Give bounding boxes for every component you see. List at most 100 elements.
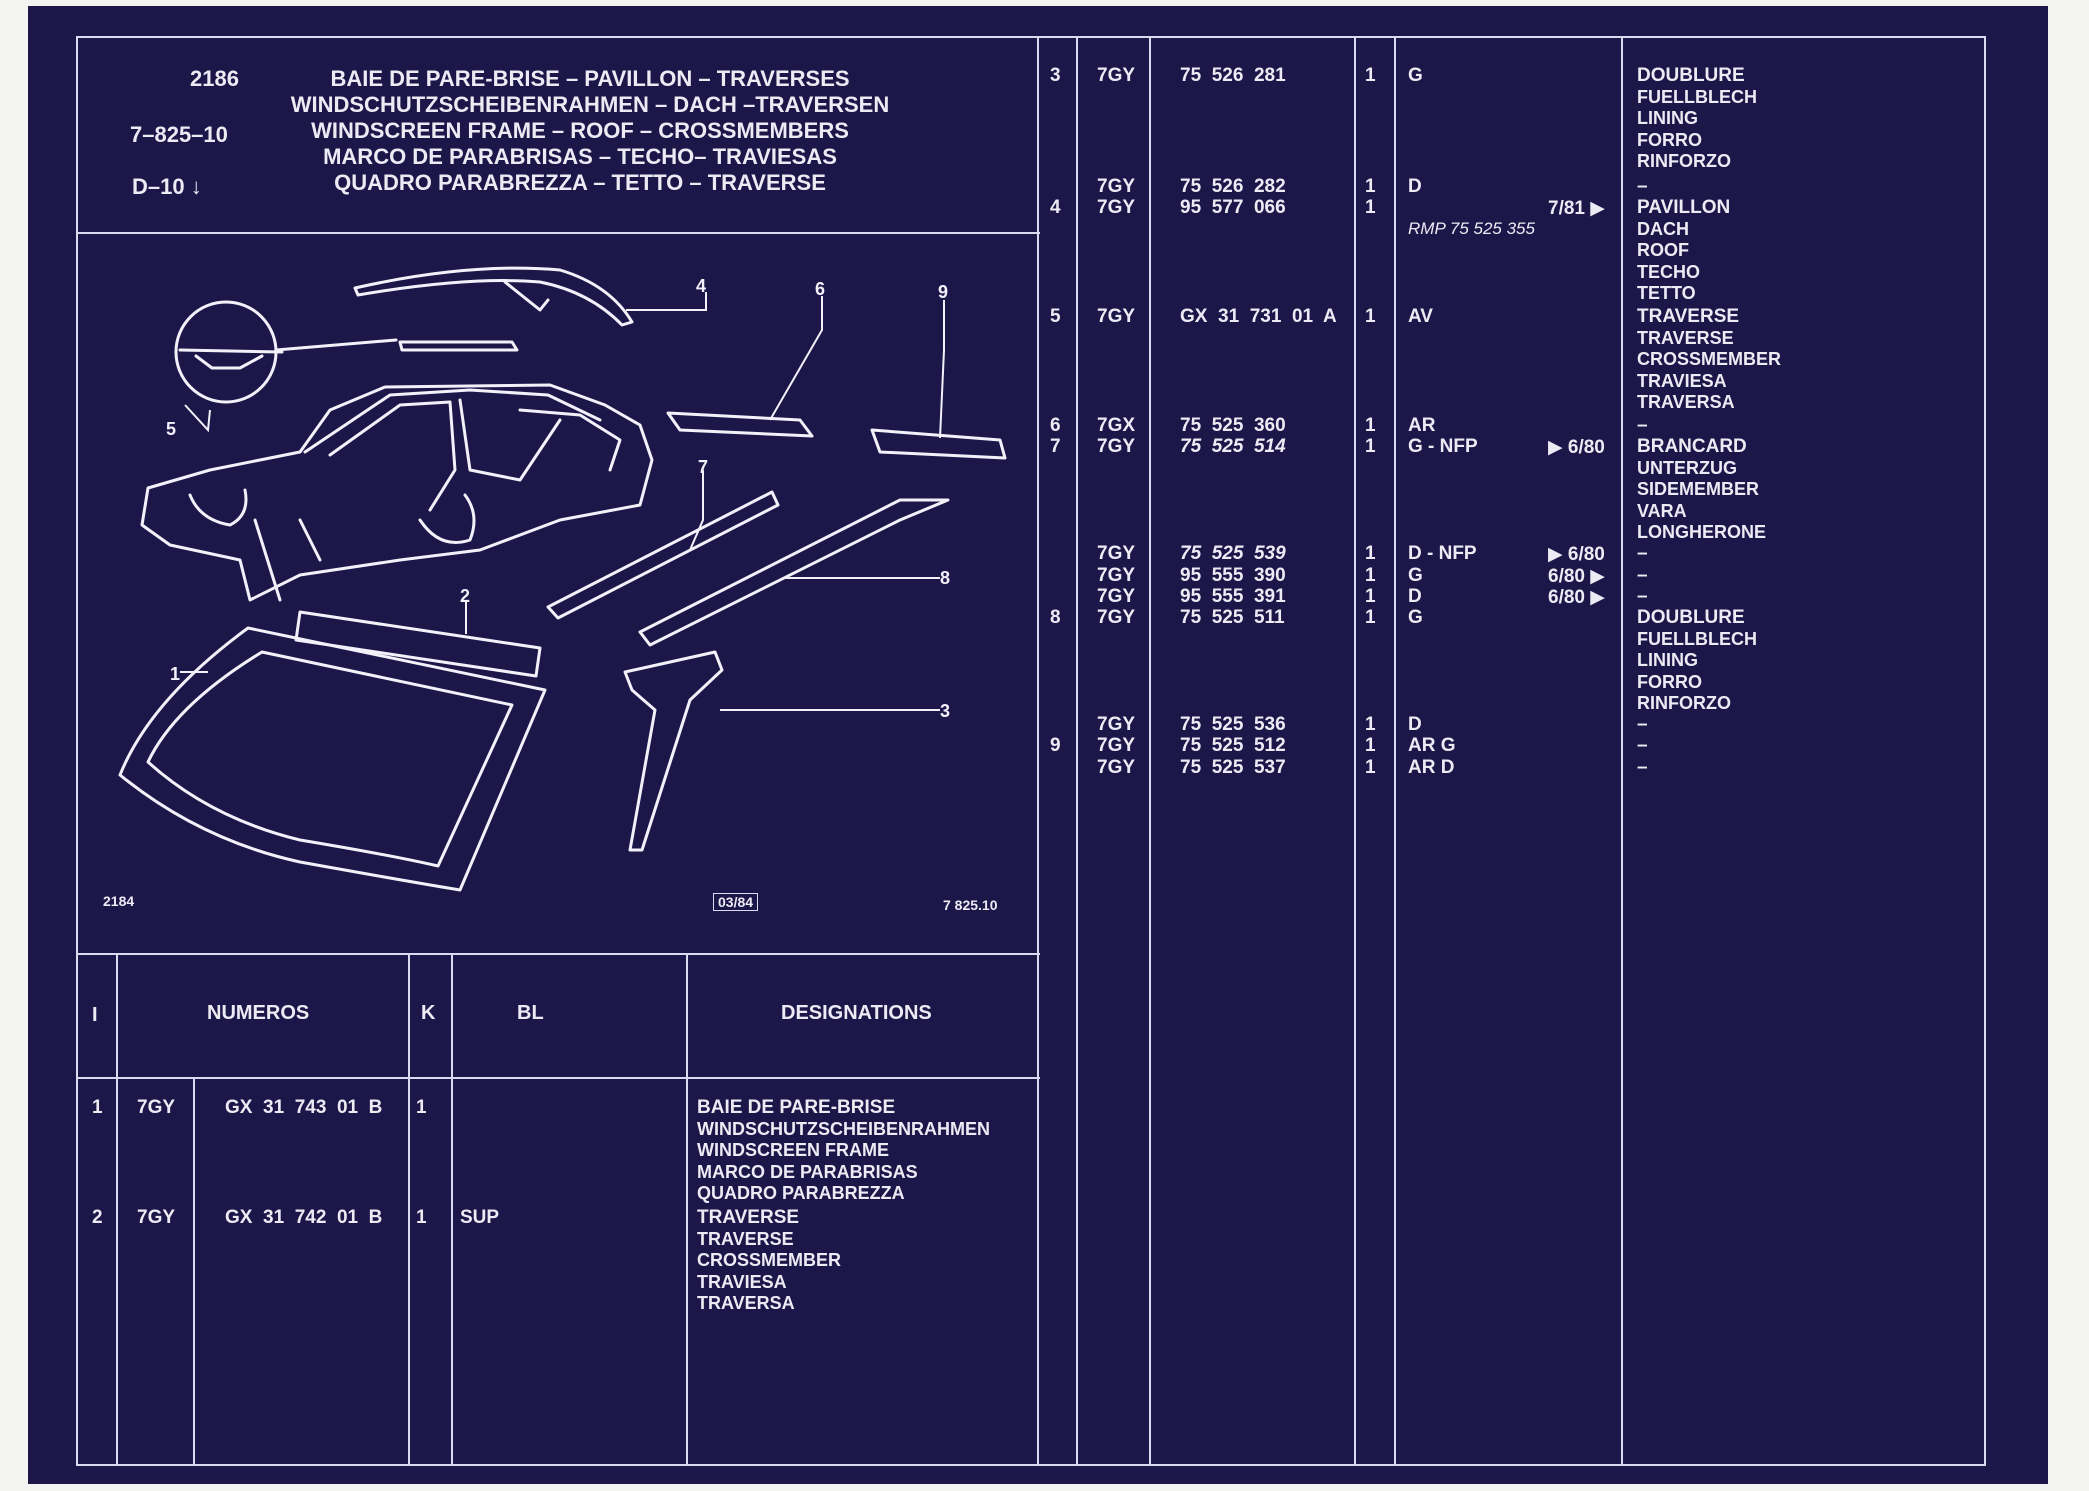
cell-code: 7GY (1097, 735, 1136, 756)
callout-4: 4 (696, 276, 706, 296)
car-body-shell (140, 383, 654, 602)
cell-number: 95 577 066 (1180, 197, 1286, 218)
cell-number: GX 31 731 01 A (1180, 306, 1337, 327)
cell-bl: D (1408, 714, 1422, 735)
cell-number: 95 555 390 (1180, 565, 1286, 586)
group-code: 7–825–10 (130, 122, 228, 147)
column-header-divider (76, 1077, 1040, 1079)
cell-qty: 1 (1365, 757, 1376, 778)
cell-designation: – (1637, 586, 1648, 607)
cell-bl: D (1408, 176, 1422, 197)
cell-code: 7GY (1097, 607, 1136, 628)
cell-idx: 4 (1050, 197, 1061, 218)
cell-idx: 7 (1050, 436, 1061, 457)
cell-designation: – (1637, 415, 1648, 436)
cell-date: ▶ 6/80 (1548, 437, 1605, 458)
callout-6: 6 (815, 279, 825, 299)
cell-designation: – (1637, 757, 1648, 778)
cell-bl: G (1408, 565, 1423, 586)
cell-qty: 1 (1365, 65, 1376, 86)
title-fr: BAIE DE PARE-BRISE – PAVILLON – TRAVERSE… (330, 66, 850, 91)
cell-bl: AR D (1408, 757, 1455, 778)
cell-code: 7GX (1097, 415, 1136, 436)
cell-designation: – (1637, 714, 1648, 735)
cell-qty: 1 (1365, 586, 1376, 607)
side-member-left (546, 490, 780, 620)
cell-code: 7GY (1097, 714, 1136, 735)
callout-7: 7 (698, 457, 708, 477)
rear-crossmember (666, 411, 814, 438)
cell-number: 75 526 282 (1180, 176, 1286, 197)
callout-9: 9 (938, 282, 948, 302)
callout-3: 3 (940, 701, 950, 721)
windscreen-frame (118, 626, 547, 892)
col-header-numeros: NUMEROS (207, 1002, 310, 1024)
cell-bl: G (1408, 607, 1423, 628)
cell-bl: D - NFP (1408, 543, 1477, 564)
cell-code: 7GY (1097, 176, 1136, 197)
cell-date: 7/81 ▶ (1548, 198, 1605, 219)
diagram-divider (76, 953, 1040, 955)
cell-qty: 1 (1365, 306, 1376, 327)
cell-qty: 1 (1365, 543, 1376, 564)
cell-qty: 1 (1365, 714, 1376, 735)
cell-designation: – (1637, 176, 1648, 197)
title-it: QUADRO PARABREZZA – TETTO – TRAVERSE (334, 170, 826, 195)
col-header-k: K (421, 1002, 436, 1024)
diagram-date: 03/84 (713, 893, 759, 911)
cell-designation: – (1637, 543, 1648, 564)
cell-idx: 9 (1050, 735, 1061, 756)
cell-date: 6/80 ▶ (1548, 587, 1605, 608)
col-header-index: I (92, 1004, 98, 1026)
cell-number: 95 555 391 (1180, 586, 1286, 607)
diagram-ref-right: 7 825.10 (943, 897, 998, 913)
cell-number: 75 525 539 (1180, 543, 1286, 564)
model-code: D–10 ↓ (132, 174, 202, 199)
cell-code: 7GY (1097, 757, 1136, 778)
cell-designation: – (1637, 565, 1648, 586)
cell-code: 7GY (1097, 436, 1136, 457)
header-divider (76, 232, 1040, 234)
cell-idx: 8 (1050, 607, 1061, 628)
a-pillar (623, 650, 724, 852)
callout-2: 2 (460, 586, 470, 606)
cell-bl: AV (1408, 306, 1433, 327)
cell-qty: 1 (1365, 176, 1376, 197)
title-en: WINDSCREEN FRAME – ROOF – CROSSMEMBERS (311, 118, 849, 143)
cell-idx: 5 (1050, 306, 1061, 327)
cell-qty: 1 (1365, 735, 1376, 756)
cell-qty: 1 (1365, 436, 1376, 457)
cell-code: 7GY (1097, 197, 1136, 218)
rmp-note: RMP 75 525 355 (1408, 219, 1535, 238)
cell-code: 7GY (1097, 543, 1136, 564)
cell-idx: 3 (1050, 65, 1061, 86)
col-header-designations: DESIGNATIONS (781, 1002, 932, 1024)
crossmember-front-roof (398, 340, 519, 352)
cell-code: 7GY (1097, 565, 1136, 586)
roof-panel (353, 266, 634, 327)
cell-qty: 1 (1365, 197, 1376, 218)
cell-bl: G (1408, 65, 1423, 86)
cell-date: ▶ 6/80 (1548, 544, 1605, 565)
cell-date: 6/80 ▶ (1548, 566, 1605, 587)
cell-designation: – (1637, 735, 1648, 756)
cell-code: 7GY (1097, 306, 1136, 327)
cell-bl: G - NFP (1408, 436, 1478, 457)
callout-1: 1 (170, 664, 180, 684)
cell-number: 75 525 537 (1180, 757, 1286, 778)
cell-number: 75 525 512 (1180, 735, 1286, 756)
title-de: WINDSCHUTZSCHEIBENRAHMEN – DACH –TRAVERS… (290, 92, 890, 117)
cell-number: 75 525 514 (1180, 436, 1286, 457)
cell-bl: AR (1408, 415, 1436, 436)
side-member-lining (638, 498, 950, 647)
cell-number: 75 525 536 (1180, 714, 1286, 735)
title-es: MARCO DE PARABRISAS – TECHO– TRAVIESAS (323, 144, 837, 169)
cell-bl: AR G (1408, 735, 1456, 756)
cell-number: 75 525 360 (1180, 415, 1286, 436)
cell-number: 75 525 511 (1180, 607, 1285, 628)
